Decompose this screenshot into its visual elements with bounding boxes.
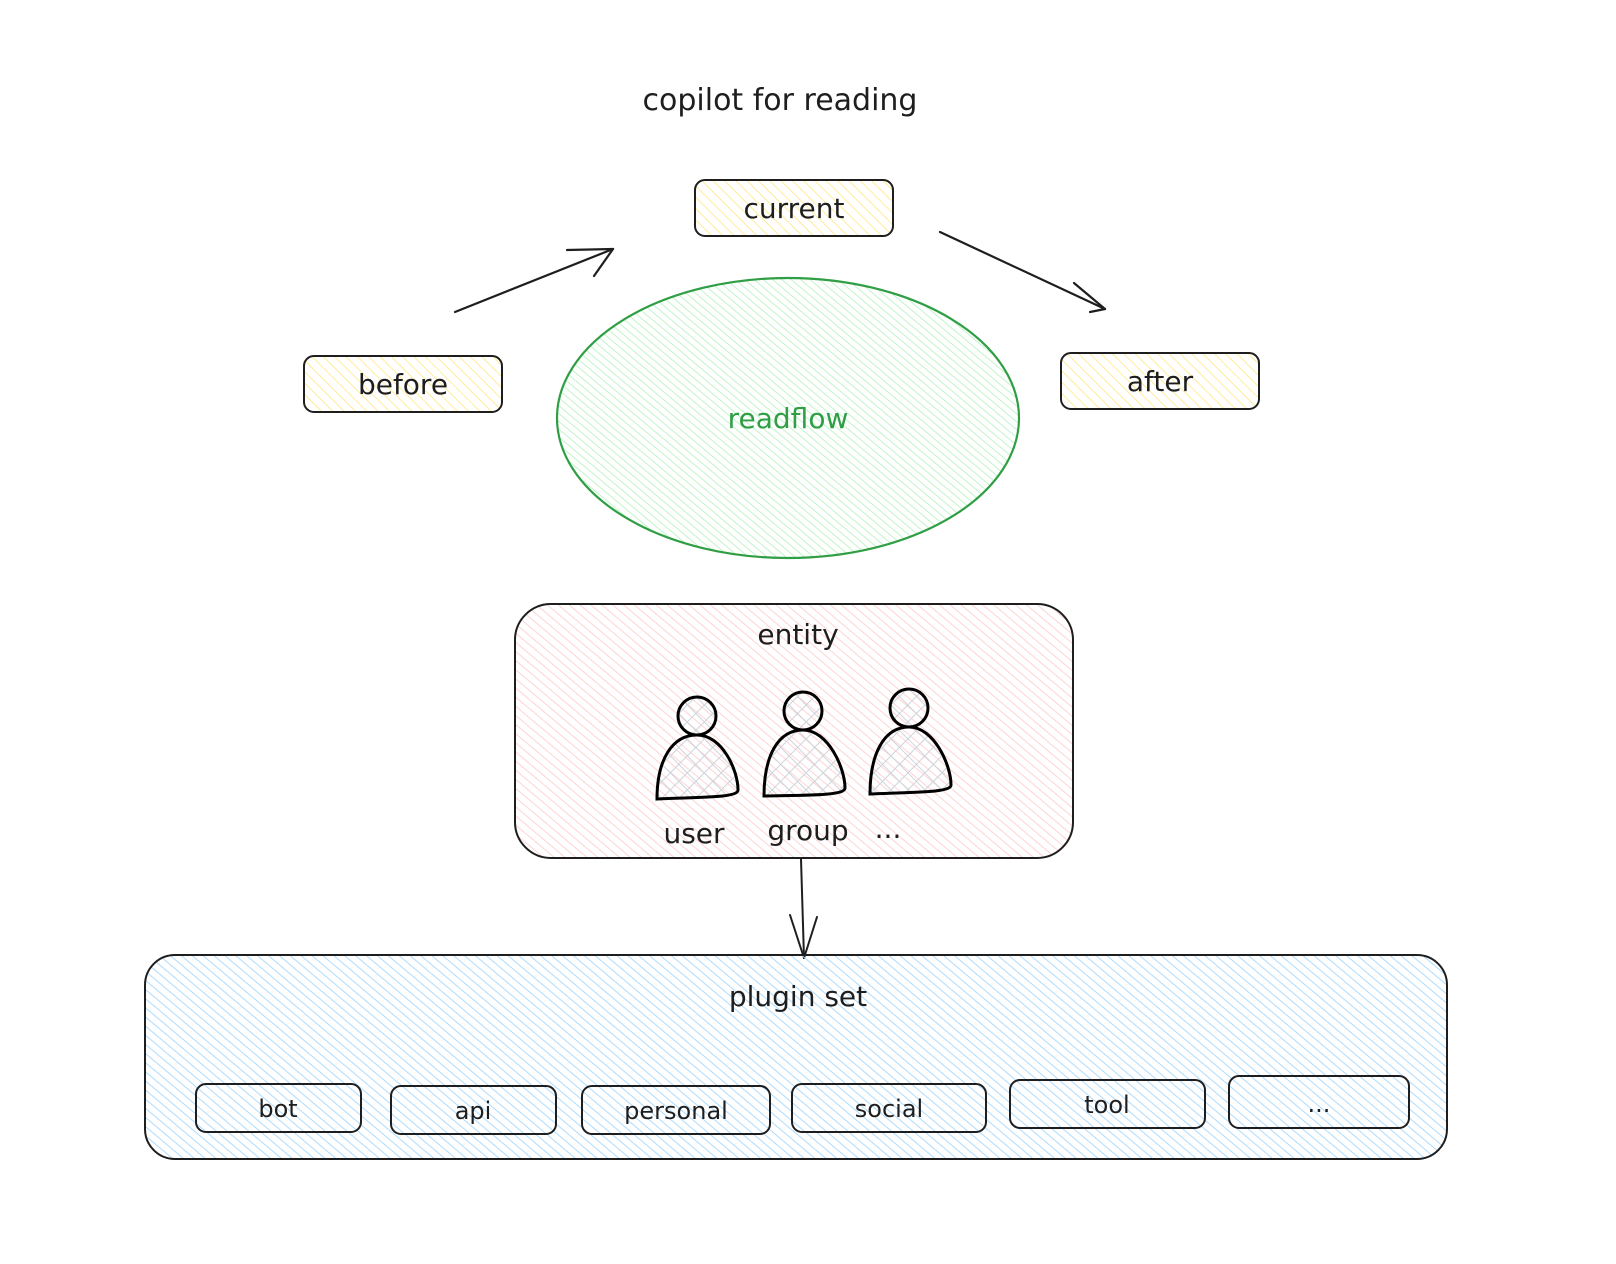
arrow-before-to-current bbox=[453, 247, 615, 314]
more-entity-icon bbox=[868, 687, 953, 796]
before-node[interactable]: before bbox=[303, 355, 503, 413]
plugin-set-container[interactable]: plugin set bbox=[144, 954, 1448, 1160]
plugin-item-tool[interactable]: tool bbox=[1009, 1079, 1206, 1129]
arrow-current-to-after bbox=[938, 230, 1107, 314]
after-label: after bbox=[1127, 365, 1194, 398]
plugin-item-label: ... bbox=[1308, 1090, 1331, 1118]
entity-member-group: group bbox=[767, 814, 848, 847]
plugin-item-label: personal bbox=[624, 1097, 728, 1125]
plugin-item-social[interactable]: social bbox=[791, 1083, 987, 1133]
plugin-item-label: bot bbox=[258, 1095, 297, 1123]
plugin-item-api[interactable]: api bbox=[390, 1085, 557, 1135]
arrow-entity-to-plugin-set bbox=[789, 858, 818, 959]
readflow-label: readflow bbox=[728, 402, 849, 435]
group-icon bbox=[762, 690, 847, 798]
plugin-item-label: tool bbox=[1084, 1091, 1129, 1119]
before-label: before bbox=[358, 368, 448, 401]
readflow-node[interactable]: readflow bbox=[555, 276, 1021, 560]
plugin-set-label: plugin set bbox=[729, 980, 867, 1013]
user-icon bbox=[655, 695, 740, 801]
current-node[interactable]: current bbox=[694, 179, 894, 237]
current-label: current bbox=[743, 192, 844, 225]
entity-member-user: user bbox=[663, 817, 725, 850]
plugin-item-bot[interactable]: bot bbox=[195, 1083, 362, 1133]
diagram-title: copilot for reading bbox=[643, 83, 918, 118]
plugin-item-personal[interactable]: personal bbox=[581, 1085, 771, 1135]
plugin-item-more[interactable]: ... bbox=[1228, 1075, 1410, 1129]
entity-label: entity bbox=[757, 618, 838, 651]
plugin-item-label: api bbox=[455, 1097, 492, 1125]
plugin-item-label: social bbox=[855, 1095, 923, 1123]
entity-member-more: ... bbox=[875, 812, 902, 845]
after-node[interactable]: after bbox=[1060, 352, 1260, 410]
